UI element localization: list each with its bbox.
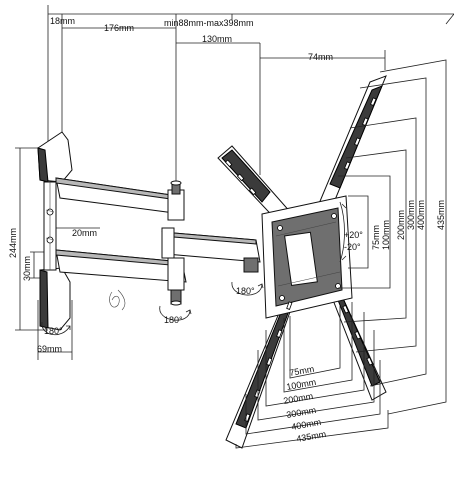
cable-clip	[109, 289, 126, 311]
wall-plate-depth-label: 18mm	[50, 16, 75, 26]
extension-range-label: min88mm-max398mm	[164, 18, 254, 28]
rotation-arcs	[41, 281, 264, 335]
vesa-v-100: 100mm	[381, 220, 391, 250]
head-swivel-label: 180°	[236, 286, 255, 296]
spar-slots	[224, 97, 377, 422]
plate-width-dim-label: 69mm	[37, 344, 62, 354]
vesa-horizontal-lines	[235, 302, 389, 449]
tv-bracket	[217, 75, 387, 449]
arm-swivel-label: 180°	[164, 315, 183, 325]
plate-depth-label: 74mm	[308, 52, 333, 62]
vesa-v-300: 300mm	[406, 200, 416, 230]
upper-arm	[55, 177, 185, 221]
vesa-vertical-lines	[338, 59, 447, 415]
plate-offset-label: 130mm	[202, 34, 232, 44]
vesa-h-435: 435mm	[296, 429, 327, 444]
vesa-h-100: 100mm	[286, 377, 317, 392]
height-dim-label: 244mm	[8, 228, 18, 258]
vesa-v-435: 435mm	[436, 200, 446, 230]
vesa-v-75: 75mm	[371, 225, 381, 250]
tilt-up-label: +20°	[344, 230, 363, 240]
wall-swivel-label: 180°	[44, 326, 63, 336]
top-dimension-lines	[47, 5, 454, 195]
tilt-down-label: -20°	[344, 242, 361, 252]
tilt-indicator	[339, 201, 347, 263]
arm-gap-dim-label: 30mm	[22, 256, 32, 281]
vesa-h-75: 75mm	[289, 364, 315, 378]
vesa-v-400: 400mm	[416, 200, 426, 230]
arm-width-dim-label: 20mm	[72, 228, 97, 238]
lower-arm	[55, 249, 187, 306]
vesa-h-200: 200mm	[283, 391, 314, 406]
front-arm	[161, 227, 261, 273]
arm-length-label: 176mm	[104, 23, 134, 33]
wall-plate	[37, 131, 73, 331]
vesa-v-200: 200mm	[396, 210, 406, 240]
